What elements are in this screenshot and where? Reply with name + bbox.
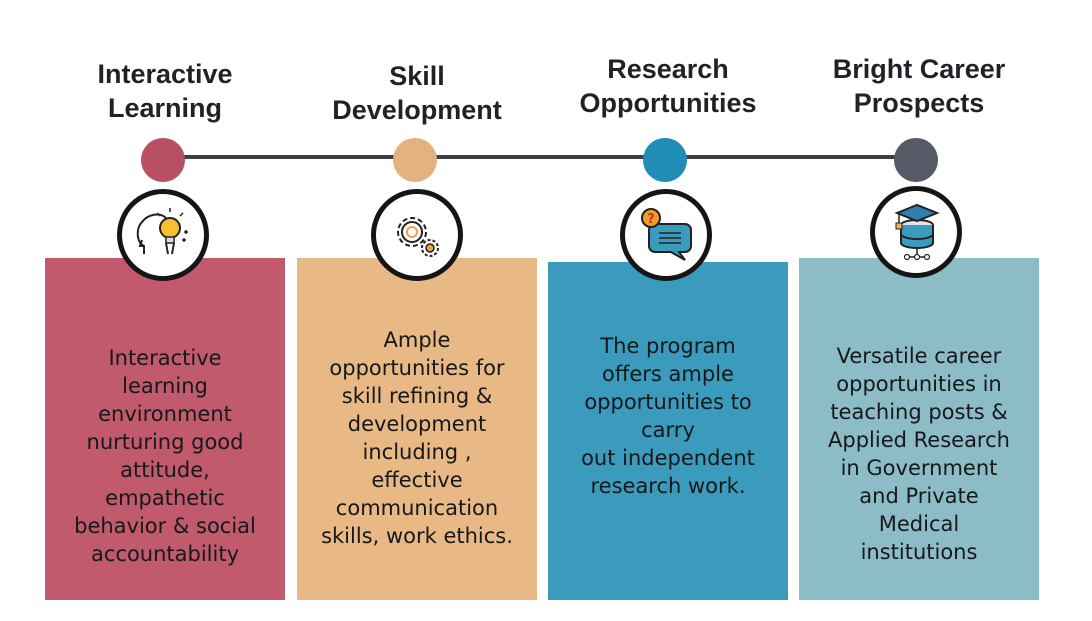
card-text-line: in Government [840,456,998,480]
card-text-line: learning [122,374,208,398]
card-text-line: Interactive [108,346,222,370]
card-text-line: nurturing good [86,430,244,454]
timeline-line [164,155,918,159]
card-text-line: opportunities in [836,372,1002,396]
info-card: Versatile career opportunities in teachi… [799,258,1039,600]
column-title-line: Learning [107,93,222,123]
card-text-line: Ample [383,328,451,352]
card-text: Ample opportunities for skill refining &… [305,326,529,550]
card-text-line: accountability [90,542,240,566]
column-title-line: Skill [389,61,445,91]
column-bright-career-prospects: Bright Career Prospects Versatile career… [799,0,1039,621]
card-text-line: opportunities for [329,356,505,380]
gears-icon [371,189,463,281]
card-text: The program offers ample opportunities t… [556,332,780,500]
column-title-line: Development [332,95,502,125]
column-skill-development: Skill Development Ample opportunities fo… [297,0,537,621]
column-title-line: Bright Career [832,54,1006,84]
column-research-opportunities: Research Opportunities The program offer… [548,0,788,621]
card-text: Interactive learning environment nurturi… [53,344,277,568]
svg-text:?: ? [647,212,655,227]
column-title-line: Prospects [853,88,985,118]
card-text-line: carry [641,418,695,442]
column-interactive-learning: Interactive Learning Interactive learnin… [45,0,285,621]
timeline-dot [894,138,938,182]
card-text-line: Medical [878,512,960,536]
card-text-line: opportunities to [584,390,752,414]
card-text: Versatile career opportunities in teachi… [807,342,1031,566]
card-text-line: empathetic [105,486,225,510]
column-title-line: Interactive [97,59,233,89]
card-text-line: effective [371,468,463,492]
card-text-line: skill refining & [341,384,493,408]
question-chat-icon: ? [620,189,712,281]
timeline-dot [393,138,437,182]
idea-head-icon [117,189,209,281]
info-card: The program offers ample opportunities t… [548,262,788,600]
card-text-line: attitude, [120,458,210,482]
card-text-line: environment [98,402,232,426]
card-text-line: and Private [859,484,979,508]
card-text-line: communication [335,496,499,520]
card-text-line: institutions [860,540,978,564]
graduation-database-icon [870,186,962,278]
info-card: Ample opportunities for skill refining &… [297,258,537,600]
card-text-line: out independent [581,446,755,470]
timeline-dot [141,138,185,182]
card-text-line: offers ample [602,362,734,386]
card-text-line: Applied Research [828,428,1010,452]
card-text-line: Versatile career [836,344,1002,368]
card-text-line: research work. [590,474,746,498]
column-title: Bright Career Prospects [779,52,1059,120]
column-title-line: Opportunities [579,88,757,118]
info-card: Interactive learning environment nurturi… [45,258,285,600]
card-text-line: including , [362,440,472,464]
column-title: Interactive Learning [25,57,305,125]
card-text-line: teaching posts & [830,400,1008,424]
card-text-line: behavior & social [74,514,256,538]
card-text-line: The program [600,334,736,358]
timeline-dot [643,138,687,182]
column-title-line: Research [607,54,729,84]
column-title: Skill Development [277,59,557,127]
card-text-line: skills, work ethics. [321,524,513,548]
card-text-line: development [347,412,487,436]
column-title: Research Opportunities [528,52,808,120]
